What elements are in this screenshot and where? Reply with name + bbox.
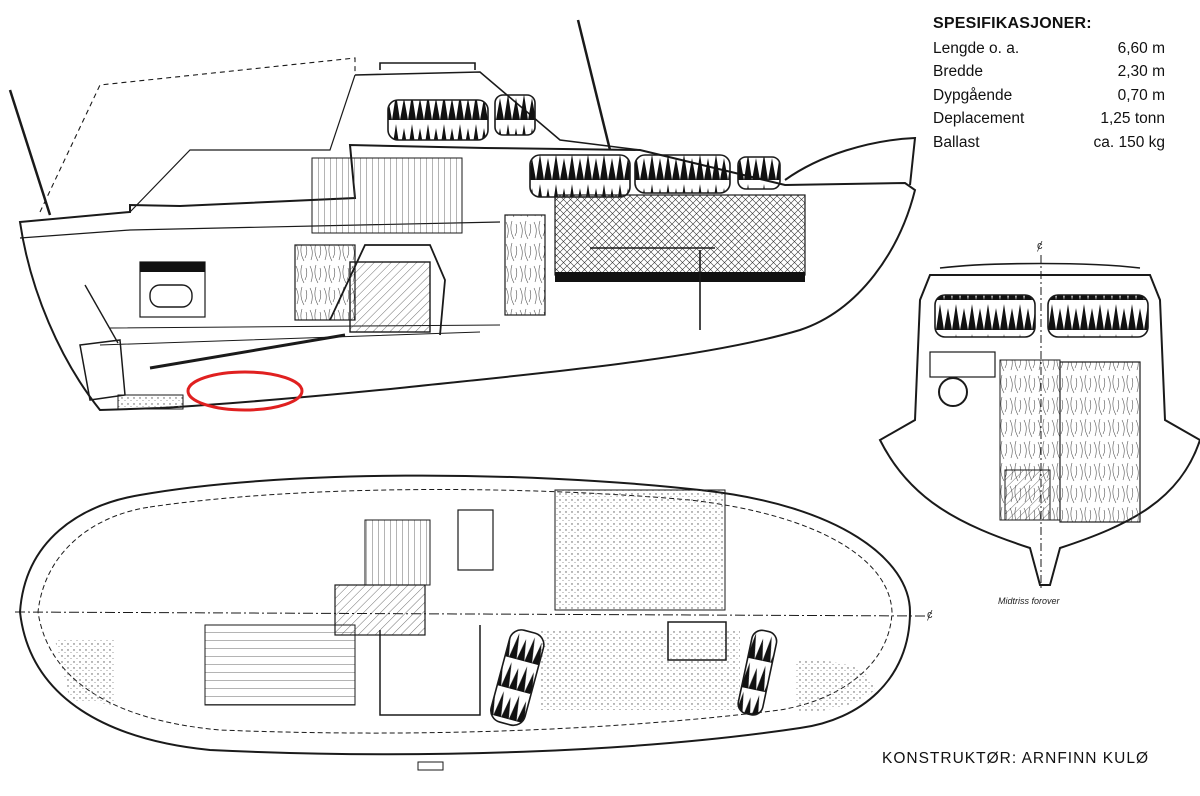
spec-label: Ballast: [933, 133, 980, 151]
plan-helm-seat: [457, 509, 494, 571]
cabin-window-2: [634, 154, 731, 194]
side-profile-view: [8, 19, 917, 412]
section-hull: [878, 274, 1200, 586]
plan-companionway: [379, 625, 481, 716]
porthole: [149, 284, 193, 308]
v-berth-net: [554, 194, 806, 276]
centerline-symbol-plan: ȼ: [927, 609, 933, 621]
forward-door: [504, 214, 546, 316]
plan-view: [14, 474, 926, 771]
spec-row-ballast: Ballast ca. 150 kg: [933, 131, 1168, 155]
cabin-window-3: [737, 156, 781, 190]
cockpit-floor: [204, 624, 356, 706]
spec-value: 1,25 tonn: [1100, 110, 1165, 127]
spec-row-draft: Dypgående 0,70 m: [933, 84, 1168, 108]
port-berth: [540, 630, 740, 710]
centerline-symbol-section: ȼ: [1037, 240, 1043, 252]
section-caption: Midtriss forover: [998, 596, 1060, 606]
plan-forehatch: [667, 621, 727, 661]
cabin-window-1: [529, 154, 631, 198]
propeller-shaft: [149, 333, 346, 370]
steering-wheel: [938, 377, 968, 407]
dashboard: [929, 351, 996, 378]
keel-ballast: [117, 394, 184, 410]
engine-block: [349, 261, 431, 333]
plan-window-2: [737, 629, 778, 716]
plan-hatch-panel: [364, 519, 431, 586]
forward-berth: [554, 489, 726, 611]
front-section-view: [878, 255, 1200, 590]
spec-value: ca. 150 kg: [1093, 133, 1165, 151]
plan-engine: [334, 584, 426, 636]
section-roof: [939, 262, 1141, 269]
aft-locker-stripe: [140, 262, 205, 272]
specs-title: SPESIFIKASJONER:: [933, 15, 1092, 32]
rudder-stock: [84, 284, 119, 344]
canopy-back: [129, 74, 356, 213]
section-window-right: [1047, 294, 1149, 338]
radar-mast: [576, 19, 612, 151]
aft-cushion: [55, 640, 115, 705]
spec-row-length: Lengde o. a. 6,60 m: [933, 37, 1168, 61]
plan-window-1: [490, 629, 545, 727]
v-berth-base: [555, 272, 805, 282]
spec-label: Lengde o. a.: [933, 39, 1020, 57]
galley-cabinet: [294, 244, 356, 321]
section-door: [1059, 361, 1141, 523]
plan-hull-outline: [18, 474, 912, 756]
bow-rail: [784, 136, 917, 186]
specifications-panel: SPESIFIKASJONER: Lengde o. a. 6,60 m Bre…: [933, 12, 1168, 154]
aft-flagpole: [8, 89, 52, 216]
highlight-circle: [186, 370, 304, 412]
canopy-outline: [39, 57, 356, 213]
bow-cushion: [795, 660, 875, 712]
section-window-left: [934, 294, 1036, 338]
spec-value: 0,70 m: [1117, 86, 1165, 104]
spec-value: 6,60 m: [1117, 39, 1165, 57]
side-window-1: [494, 94, 536, 136]
hull-outline: [18, 143, 917, 412]
spec-label: Deplacement: [933, 110, 1025, 127]
spec-row-displacement: Deplacement 1,25 tonn: [933, 107, 1168, 131]
spec-value: 2,30 m: [1117, 63, 1165, 80]
bulkhead-panel: [311, 157, 463, 234]
spec-label: Dypgående: [933, 86, 1013, 104]
plan-stern-fitting: [417, 761, 444, 771]
spec-row-beam: Bredde 2,30 m: [933, 60, 1168, 84]
front-window: [387, 99, 489, 141]
plan-centerline: [14, 611, 926, 617]
designer-credit: KONSTRUKTØR: ARNFINN KULØ: [882, 750, 1149, 767]
spec-label: Bredde: [933, 63, 983, 80]
section-engine: [1004, 469, 1051, 521]
